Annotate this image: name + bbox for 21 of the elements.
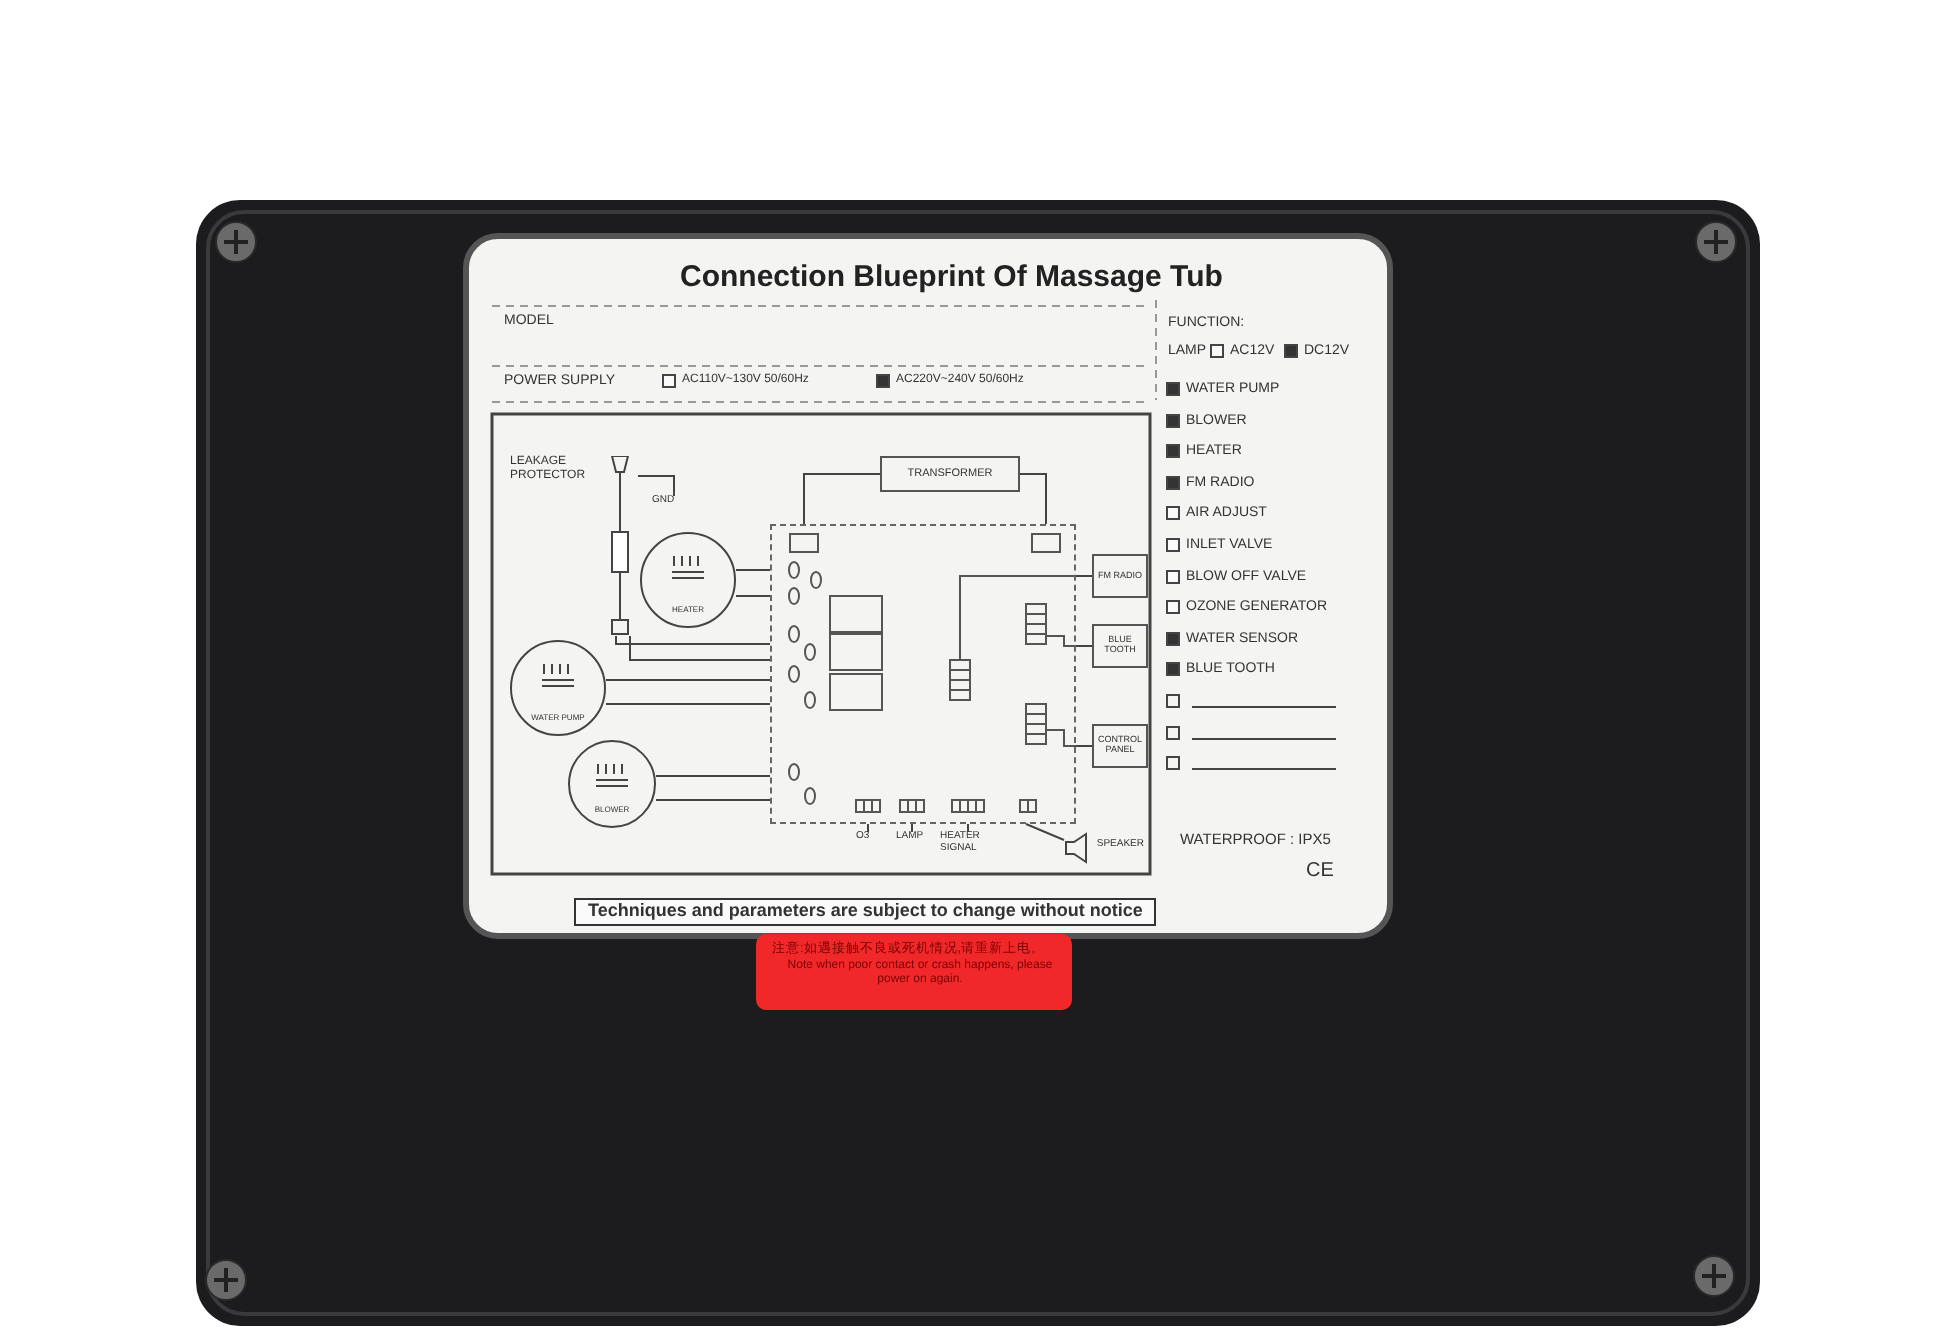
wire [911,823,913,833]
notice-banner: Techniques and parameters are subject to change without notice [574,898,1157,926]
wire [629,635,771,661]
title: Connection Blueprint Of Massage Tub [680,262,1223,295]
wire [1075,745,1093,747]
wire [655,799,771,801]
wire [967,823,969,833]
wire [1025,823,1065,841]
wire [1075,575,1093,577]
wire [615,635,771,645]
certification-mark: CE [1306,860,1334,882]
wire [735,595,771,597]
wire [803,473,881,525]
wire [735,569,771,571]
wire [655,775,771,777]
wire [1019,473,1047,525]
wire [867,823,869,833]
wire [605,679,771,681]
wire [605,703,771,705]
wire [637,475,675,497]
wire [1075,645,1093,647]
